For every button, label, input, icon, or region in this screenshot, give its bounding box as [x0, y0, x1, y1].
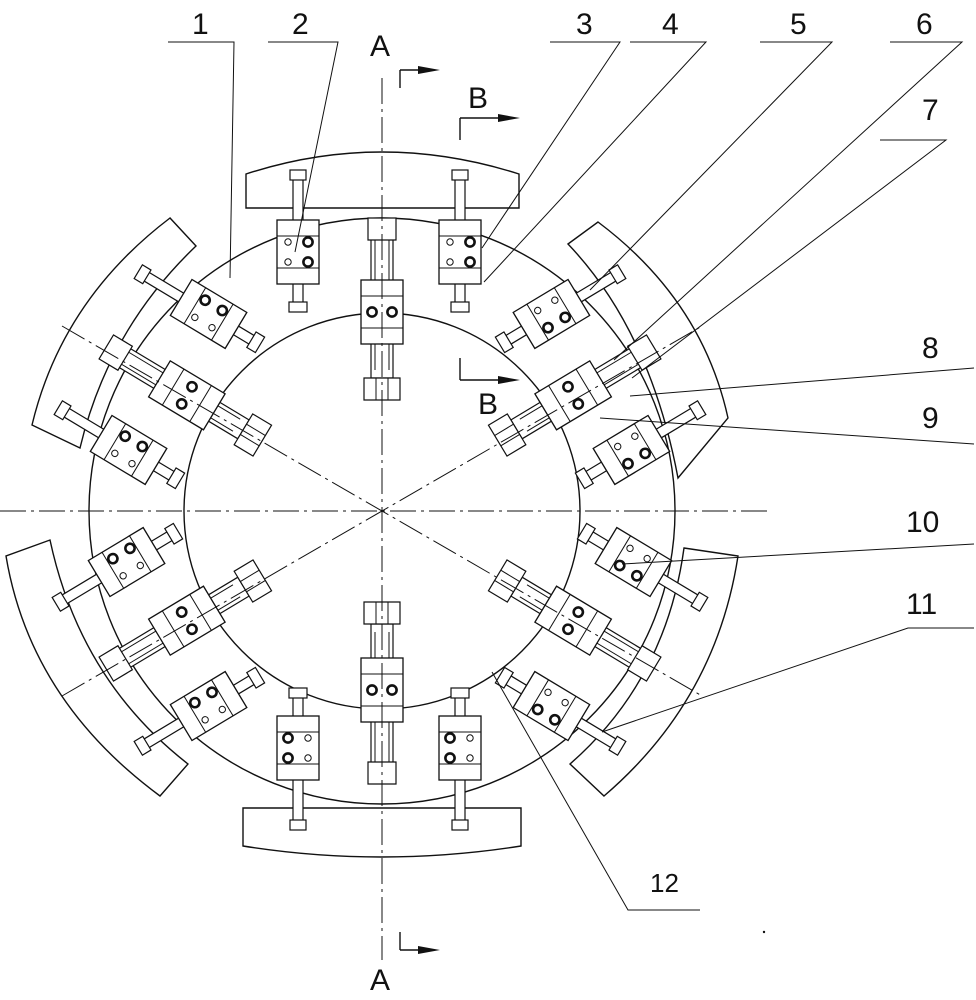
label-4: 4 — [662, 8, 679, 41]
label-3: 3 — [576, 8, 593, 41]
unit-lr-3 — [487, 655, 634, 768]
label-12: 12 — [650, 868, 679, 898]
label-2: 2 — [292, 8, 309, 41]
unit-ll-1 — [44, 511, 191, 624]
label-7: 7 — [922, 94, 939, 127]
section-b-top: B — [468, 82, 488, 115]
section-b-bottom: B — [478, 388, 498, 421]
pad-lower-right — [568, 547, 739, 797]
label-10: 10 — [906, 506, 939, 539]
pad-lower-left — [5, 539, 190, 797]
section-a-bottom: A — [370, 964, 390, 997]
label-6: 6 — [916, 8, 933, 41]
unit-ur-1 — [487, 252, 634, 365]
label-1: 1 — [192, 8, 209, 41]
section-a-top: A — [370, 30, 390, 63]
part-labels: 1 2 3 4 5 6 7 8 9 10 11 12 — [192, 8, 939, 898]
section-labels: A A B B — [370, 30, 498, 997]
section-markers — [399, 66, 520, 954]
label-11: 11 — [906, 588, 937, 621]
leader-lines — [168, 41, 975, 911]
unit-ll-3 — [126, 655, 273, 768]
label-5: 5 — [790, 8, 807, 41]
center-lines — [0, 78, 770, 960]
unit-ul-1 — [126, 252, 273, 365]
label-8: 8 — [922, 332, 939, 365]
label-9: 9 — [922, 402, 939, 435]
